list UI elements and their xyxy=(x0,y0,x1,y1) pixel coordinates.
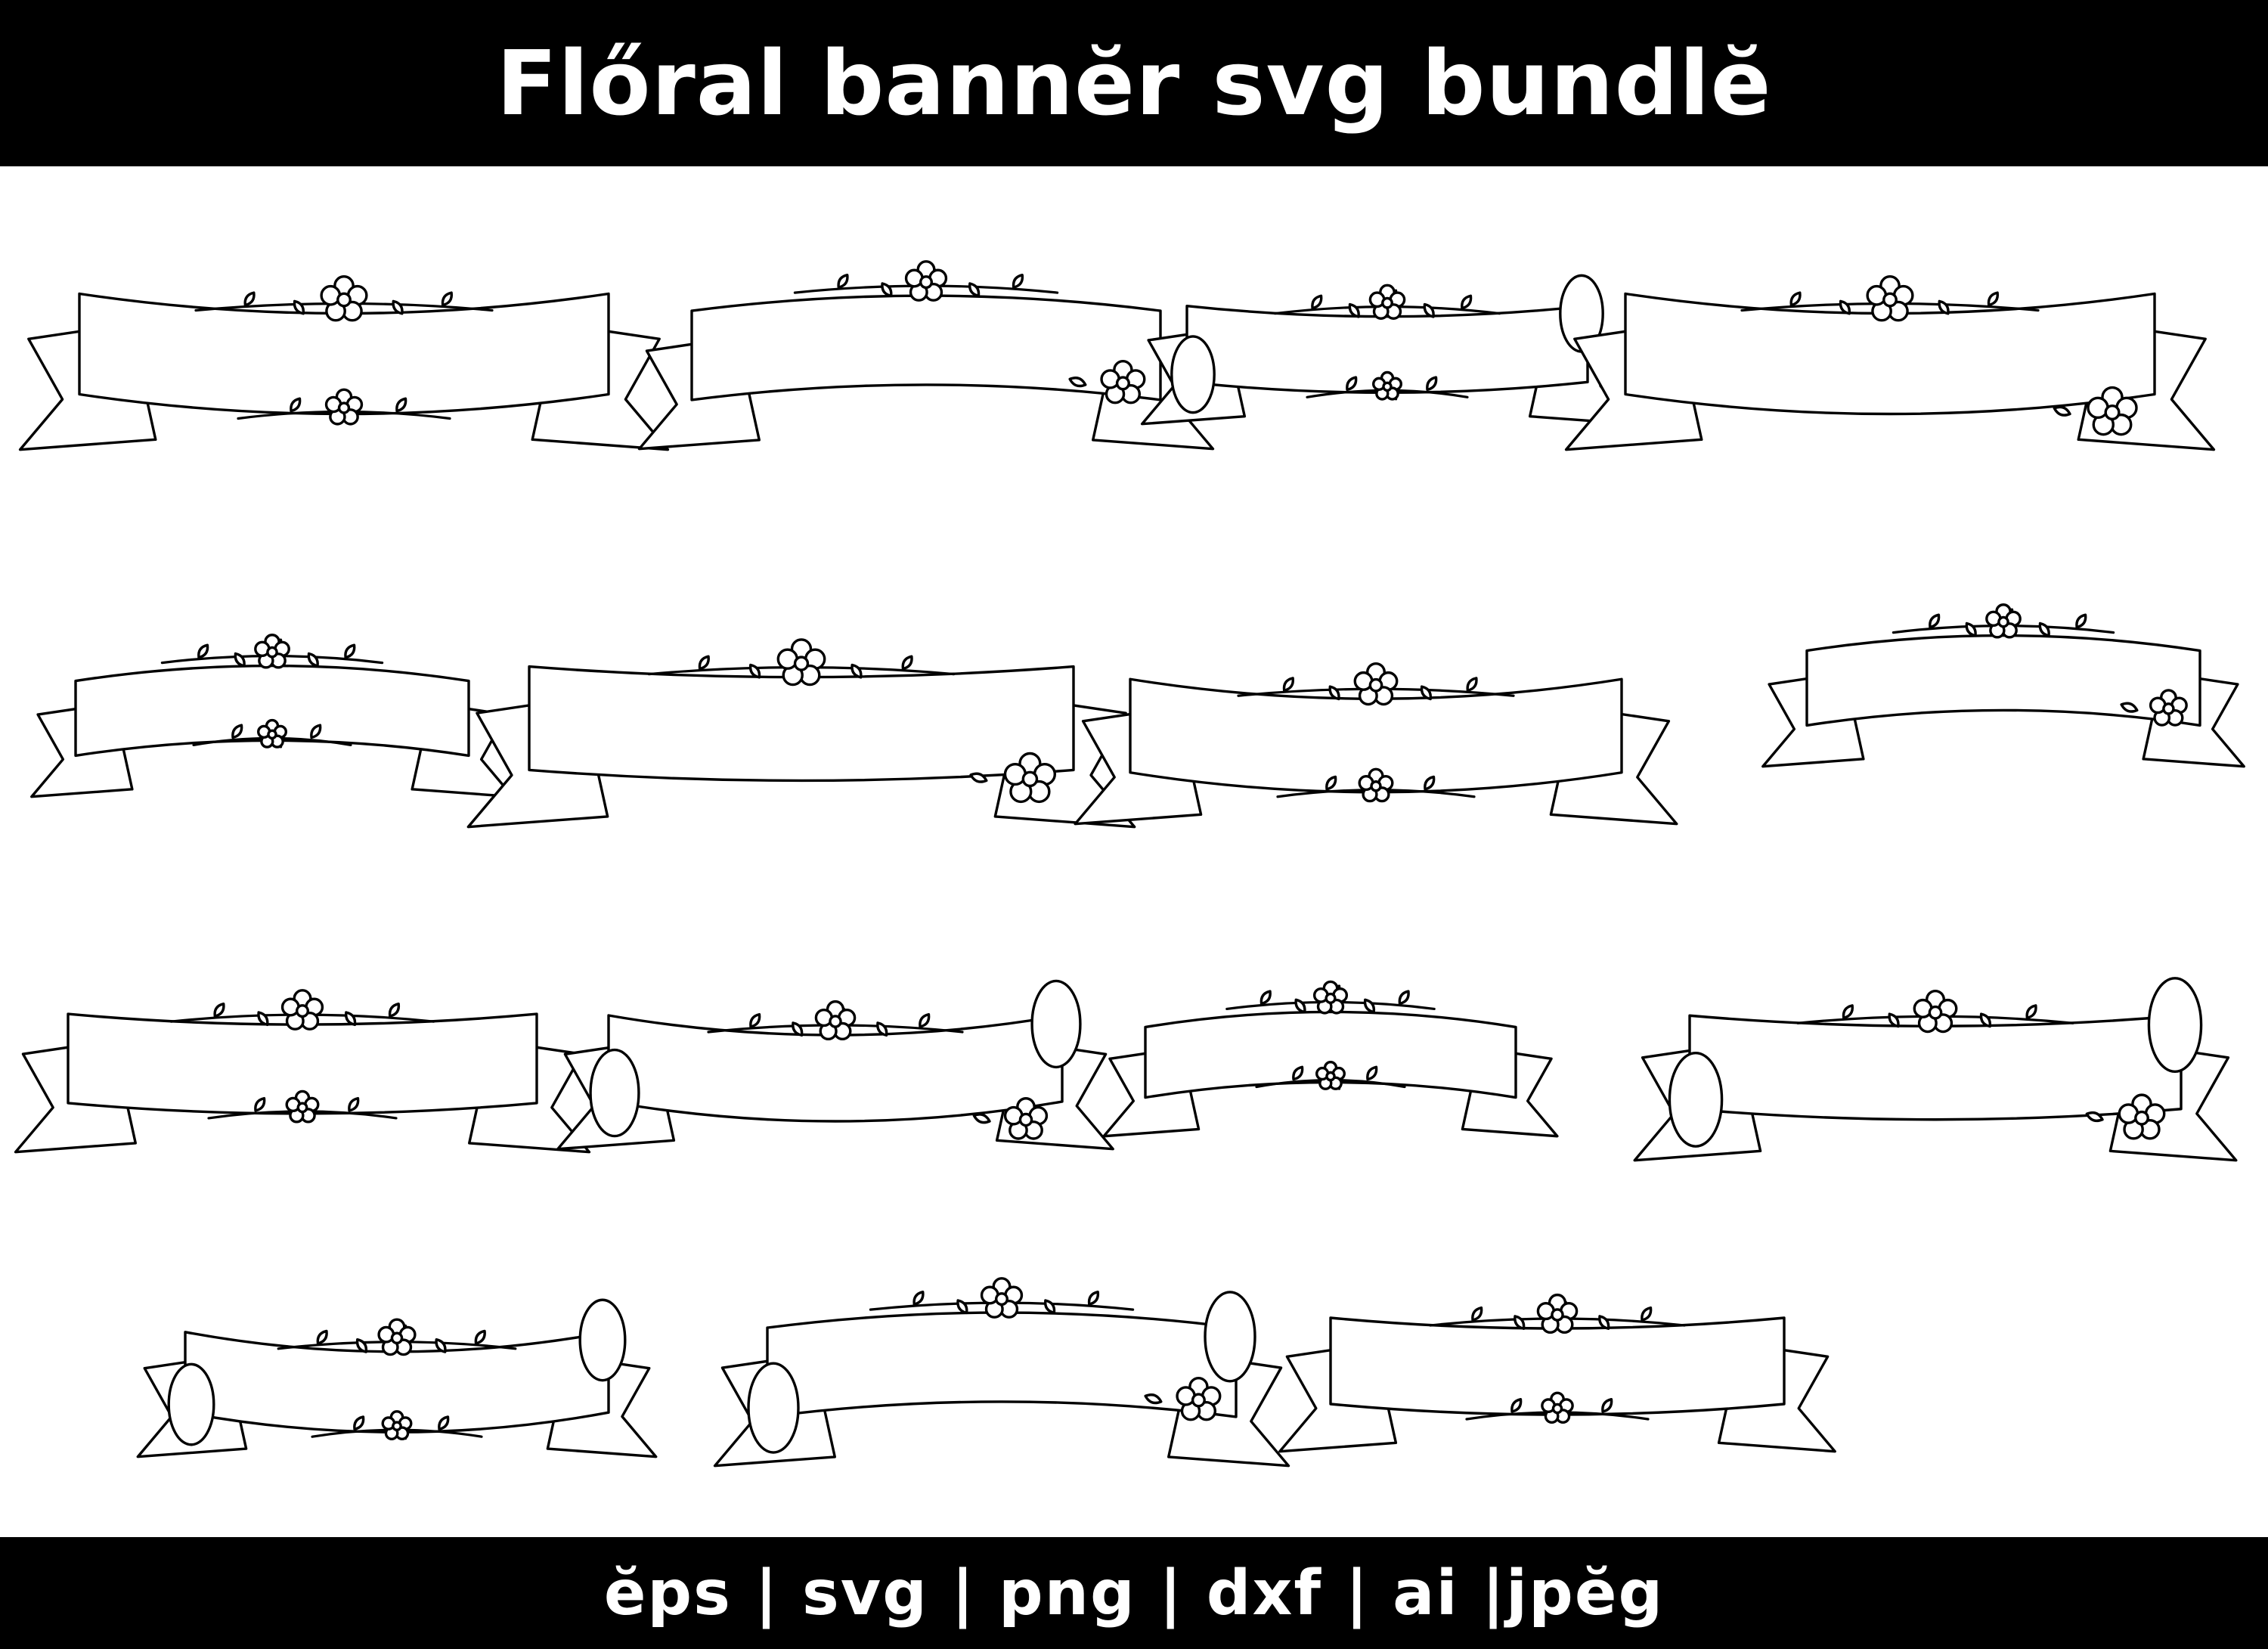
banner-wave-flowers xyxy=(466,638,1136,829)
banner-twisted-side-ribbon xyxy=(1761,603,2245,768)
file-formats: ĕps | svg | png | dxf | ai |jpĕg xyxy=(603,1557,1665,1629)
banner-flat-top-bow xyxy=(30,634,514,798)
banner-bow-ribbon-corner-flowers xyxy=(1278,1293,1836,1453)
banner-curled-ends-center-flower xyxy=(1633,977,2238,1162)
page-title: Flőral bannĕr svg bundlĕ xyxy=(496,31,1772,135)
banner-folded-ends-flowers xyxy=(637,260,1215,451)
banner-long-ribbon-flowers xyxy=(18,275,670,451)
banner-scroll-big-flowers xyxy=(136,1298,658,1458)
banner-bold-folded-ends xyxy=(1074,662,1678,826)
format-bar: ĕps | svg | png | dxf | ai |jpĕg xyxy=(0,1537,2268,1649)
banner-scroll-roll-leaves xyxy=(1140,274,1634,426)
banner-rolled-ends-vine xyxy=(556,979,1114,1151)
banner-arched-swallowtail xyxy=(14,989,591,1154)
title-bar: Flőral bannĕr svg bundlĕ xyxy=(0,0,2268,166)
banner-swallowtail-leaves xyxy=(1564,275,2216,451)
banner-rectangle-flag xyxy=(1102,980,1559,1138)
banner-arched-scroll-leaves xyxy=(713,1277,1290,1468)
